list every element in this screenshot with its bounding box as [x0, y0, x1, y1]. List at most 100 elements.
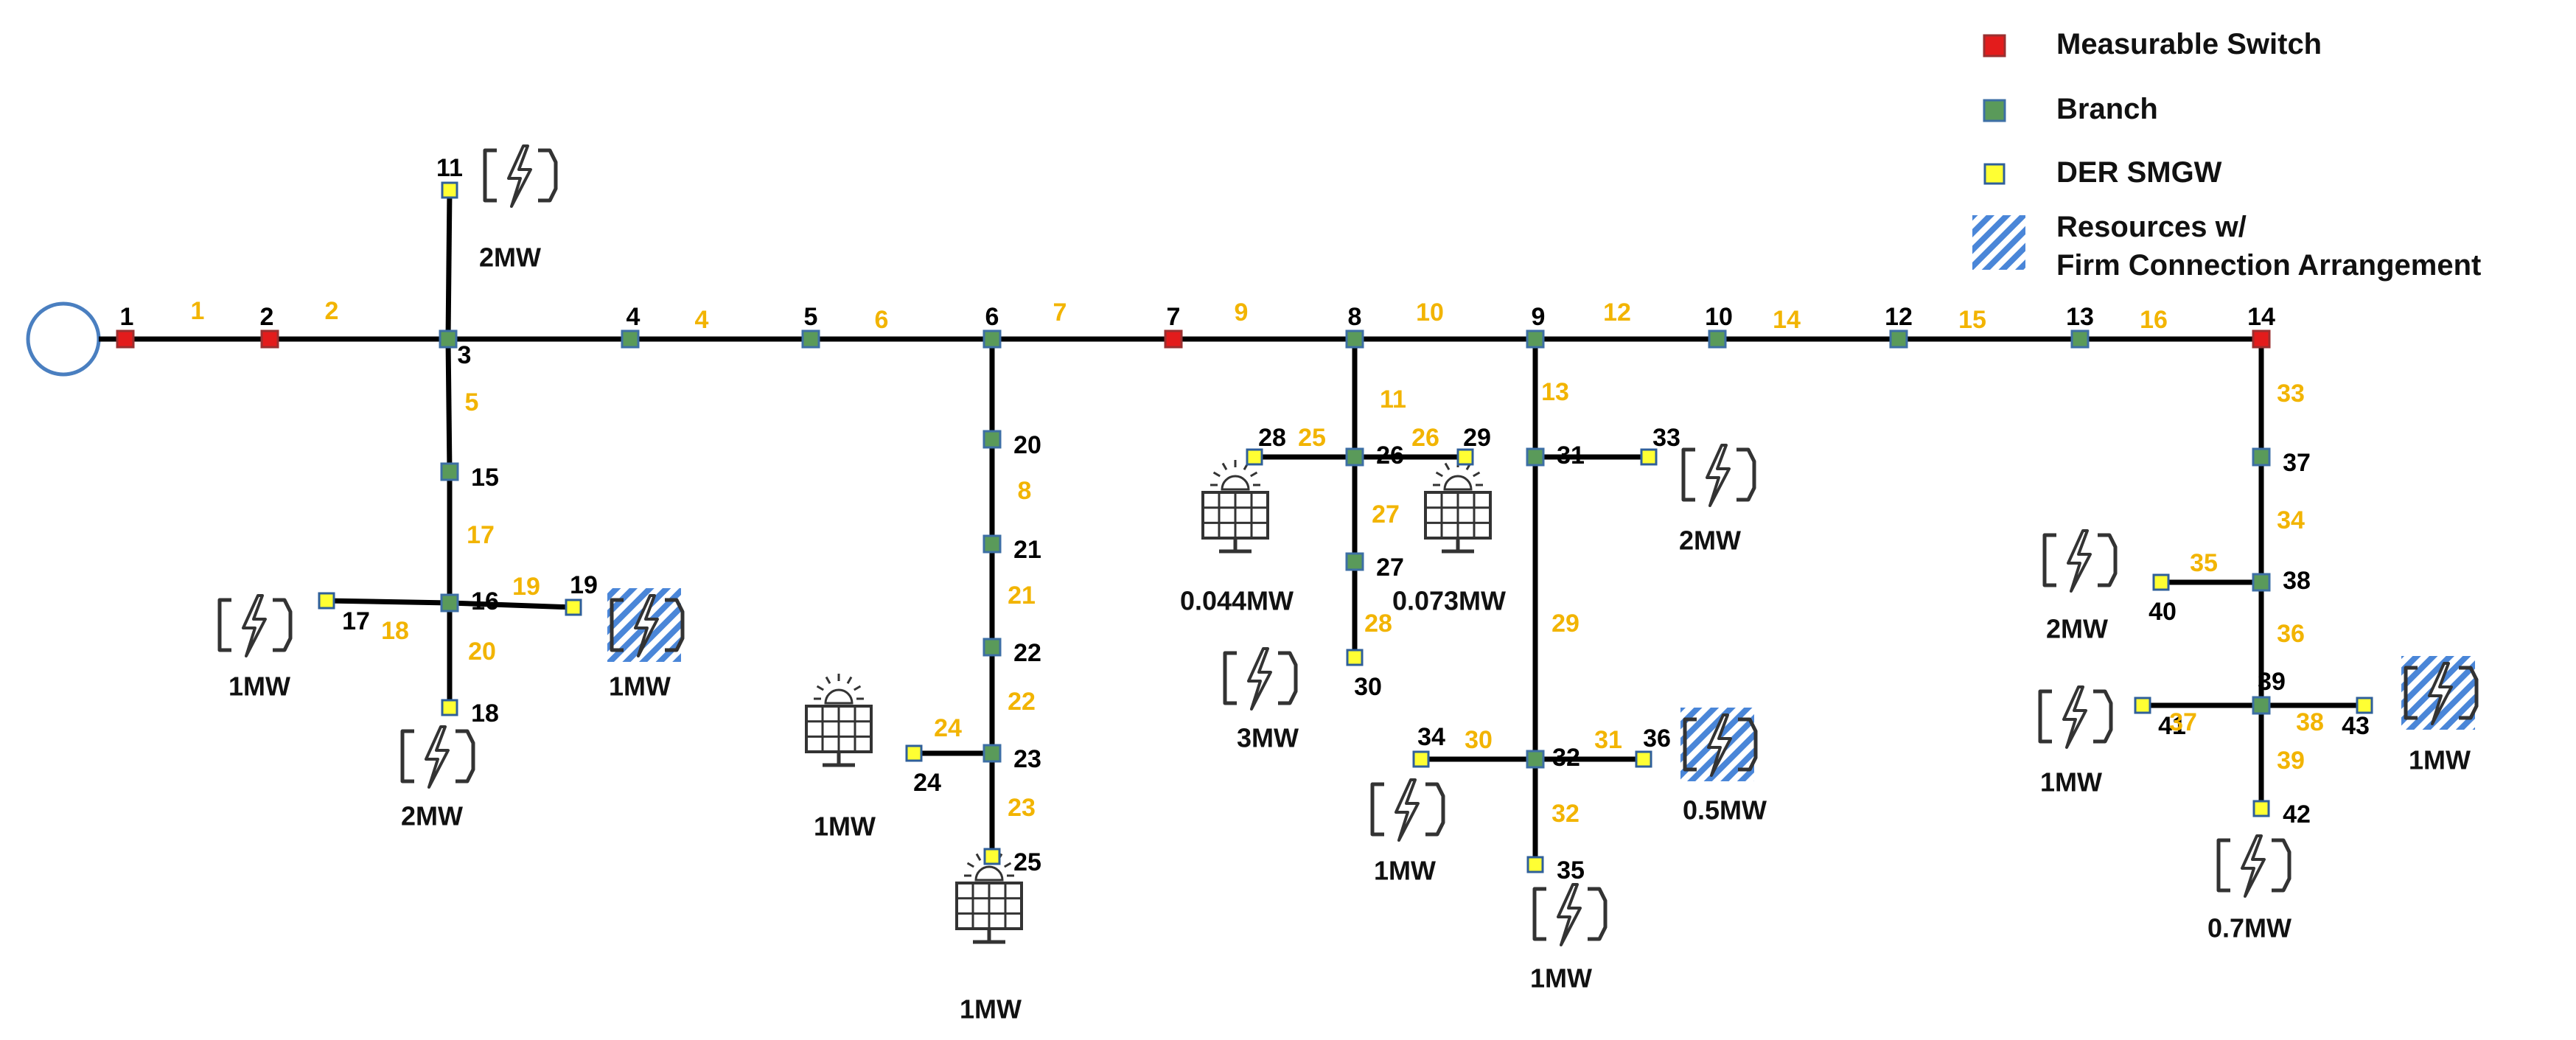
generator-icon [1680, 708, 1758, 781]
node-label: 14 [2247, 303, 2275, 331]
section-label: 2 [325, 297, 339, 325]
branch-node [1345, 552, 1364, 571]
section-label: 34 [2277, 506, 2305, 534]
branch-node [440, 593, 459, 613]
branch-node [1708, 329, 1727, 349]
branch-node [982, 638, 1002, 657]
resource-capacity-label: 1MW [2040, 767, 2102, 798]
section-label: 15 [1958, 306, 1986, 334]
node-label: 10 [1705, 303, 1733, 331]
node-label: 31 [1557, 442, 1585, 470]
node-label: 42 [2283, 800, 2311, 828]
node-label: 28 [1258, 424, 1286, 452]
node-label: 22 [1013, 639, 1041, 667]
node-label: 30 [1354, 673, 1382, 701]
generator-icon [1223, 647, 1298, 711]
node-label: 29 [1463, 424, 1491, 452]
resource-capacity-label: 1MW [1530, 963, 1592, 994]
section-label: 39 [2277, 747, 2305, 775]
resource-capacity-label: 3MW [1237, 723, 1299, 753]
node-label: 21 [1013, 536, 1041, 564]
node-label: 33 [1652, 424, 1680, 452]
node-label: 17 [342, 607, 370, 635]
branch-node [621, 329, 640, 349]
generator-icon [2038, 685, 2113, 749]
section-label: 1 [191, 297, 205, 325]
section-label: 8 [1018, 477, 1032, 505]
legend-label: DER SMGW [2056, 156, 2222, 189]
generator-icon [1370, 778, 1445, 842]
section-label: 33 [2277, 380, 2305, 408]
section-label: 18 [381, 617, 409, 645]
section-label: 35 [2190, 549, 2218, 577]
node-label: 35 [1557, 856, 1585, 884]
feeder-line [445, 338, 453, 472]
legend-label: Measurable Switch [2056, 28, 2322, 60]
der-smgw-node [2134, 697, 2151, 714]
resource-capacity-label: 1MW [1374, 856, 1436, 886]
branch-node [440, 462, 459, 481]
der-smgw-node [1635, 750, 1652, 768]
node-label: 34 [1417, 723, 1445, 751]
section-label: 12 [1603, 299, 1631, 327]
der-smgw-node [2252, 800, 2270, 817]
node-label: 40 [2149, 598, 2177, 626]
node-label: 37 [2283, 449, 2311, 477]
node-label: 15 [471, 464, 499, 492]
branch-node [982, 329, 1002, 349]
generator-icon [400, 725, 475, 789]
resource-capacity-label: 2MW [479, 242, 541, 273]
resource-capacity-label: 2MW [2046, 614, 2108, 644]
node-label: 1 [120, 303, 134, 331]
feeder-line [449, 600, 574, 610]
generator-icon [483, 144, 558, 208]
branch-node [2252, 573, 2271, 592]
section-label: 14 [1773, 306, 1801, 334]
feeder-line [326, 598, 450, 606]
node-label: 19 [570, 571, 598, 599]
der-smgw-node [1526, 856, 1544, 873]
generator-icon [607, 588, 685, 662]
node-label: 7 [1167, 303, 1181, 331]
section-label: 38 [2296, 708, 2324, 736]
generator-icon [2216, 834, 2291, 898]
branch-node [1526, 447, 1545, 467]
section-label: 26 [1411, 424, 1439, 452]
resource-capacity-label: 1MW [960, 994, 1022, 1025]
node-label: 41 [2158, 712, 2186, 740]
der-smgw-node [565, 598, 582, 616]
legend-branch-swatch [1983, 99, 2006, 122]
section-label: 16 [2140, 306, 2168, 334]
node-label: 43 [2342, 712, 2370, 740]
branch-node [982, 744, 1002, 763]
generator-icon [2401, 656, 2479, 730]
section-label: 23 [1008, 794, 1036, 822]
der-smgw-node [441, 181, 458, 199]
branch-node [982, 430, 1002, 449]
generator-icon [217, 594, 293, 657]
resource-capacity-label: 1MW [609, 671, 671, 702]
section-label: 6 [875, 306, 889, 334]
branch-node [439, 329, 458, 349]
der-smgw-node [318, 592, 335, 610]
section-label: 31 [1594, 726, 1622, 754]
branch-node [1345, 447, 1364, 467]
der-smgw-node [2356, 697, 2373, 714]
section-label: 36 [2277, 620, 2305, 648]
section-label: 22 [1008, 688, 1036, 716]
measurable-switch [1164, 329, 1183, 349]
branch-node [801, 329, 820, 349]
solar-panel-icon [955, 851, 1023, 944]
der-smgw-node [1640, 448, 1658, 466]
section-label: 32 [1551, 800, 1580, 828]
resource-capacity-label: 1MW [2409, 745, 2471, 775]
solar-panel-icon [805, 674, 873, 767]
branch-node [1526, 329, 1545, 349]
branch-node [1526, 750, 1545, 769]
section-label: 11 [1380, 385, 1406, 413]
branch-node [1345, 329, 1364, 349]
generator-icon [1532, 883, 1608, 946]
section-label: 13 [1541, 378, 1569, 406]
section-label: 29 [1551, 610, 1580, 638]
resource-capacity-label: 1MW [814, 812, 876, 842]
